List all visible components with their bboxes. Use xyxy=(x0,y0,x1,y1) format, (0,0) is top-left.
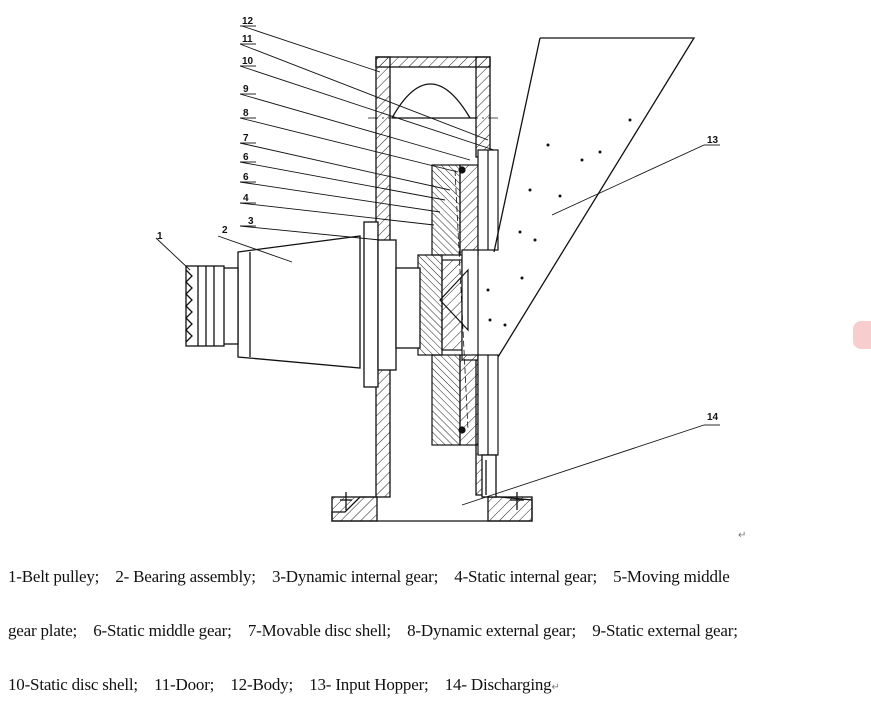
callout-12: 12 xyxy=(242,16,254,27)
caption-line-1: 1-Belt pulley; 2- Bearing assembly; 3-Dy… xyxy=(8,567,730,586)
belt-pulley xyxy=(185,265,225,347)
callout-7: 7 xyxy=(243,133,249,144)
callout-14: 14 xyxy=(707,412,719,423)
callout-3: 3 xyxy=(248,216,254,227)
callout-labels: 12 11 10 9 8 7 6 6 4 3 2 1 13 14 xyxy=(157,16,719,423)
paragraph-mark: ↵ xyxy=(738,530,746,541)
callout-4: 4 xyxy=(243,193,249,204)
caption-line-2: gear plate; 6-Static middle gear; 7-Mova… xyxy=(8,621,738,640)
callout-10: 10 xyxy=(242,56,254,67)
leader-lines xyxy=(155,25,720,506)
side-tab[interactable] xyxy=(853,321,871,349)
callout-6b: 6 xyxy=(243,172,249,183)
callout-9: 9 xyxy=(243,84,249,95)
callout-11: 11 xyxy=(242,34,253,45)
callout-2: 2 xyxy=(222,225,228,236)
callout-8: 8 xyxy=(243,108,249,119)
callout-1: 1 xyxy=(157,231,163,242)
discharge-chute xyxy=(481,454,497,498)
callout-6a: 6 xyxy=(243,152,249,163)
callout-13: 13 xyxy=(707,135,719,146)
caption-line-3-text: 10-Static disc shell; 11-Door; 12-Body; … xyxy=(8,675,552,694)
bearing-and-shaft xyxy=(221,221,421,388)
grinder-cross-section-diagram: 12 11 10 9 8 7 6 6 4 3 2 1 13 14 ↵ xyxy=(155,16,746,541)
hopper-material-particles xyxy=(486,118,632,327)
input-hopper xyxy=(486,37,696,358)
body-frame xyxy=(331,56,533,522)
caption-line-3: 10-Static disc shell; 11-Door; 12-Body; … xyxy=(8,675,560,695)
disc-stack xyxy=(417,149,499,456)
return-mark-icon: ↵ xyxy=(551,682,560,693)
